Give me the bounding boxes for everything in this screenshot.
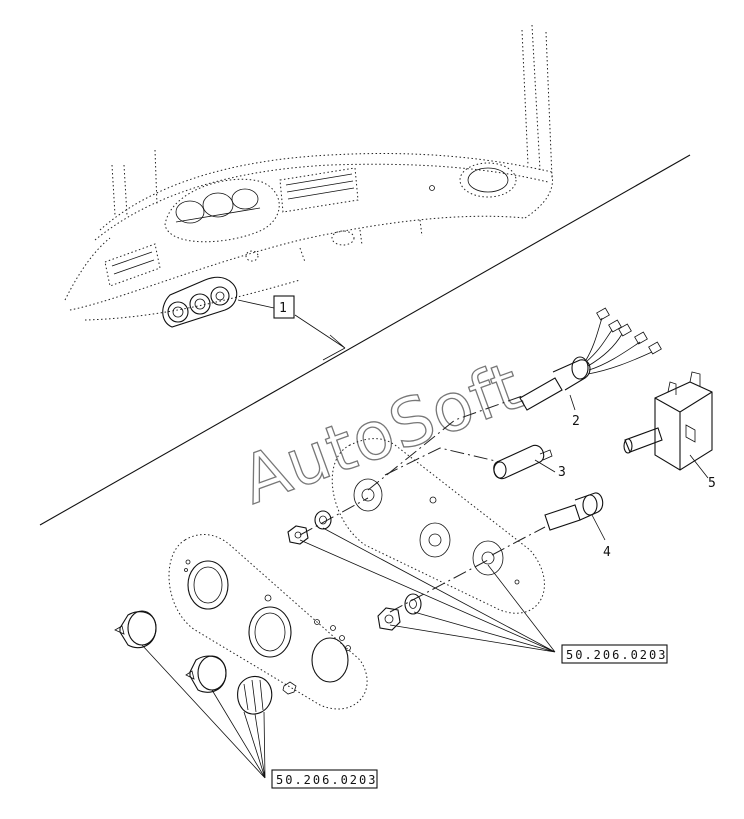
part-3-bulb-holder: 3 xyxy=(493,444,566,480)
reference-leaders-bottom xyxy=(141,644,266,779)
control-knobs xyxy=(114,610,273,715)
centerline-3 xyxy=(384,447,501,476)
callout-1: 1 xyxy=(237,295,346,361)
reference-box-bottom: 50.206.0203 xyxy=(271,769,378,789)
nuts-and-washers xyxy=(287,510,422,631)
reference-right-label: 50.206.0203 xyxy=(566,648,667,662)
callout-4-label: 4 xyxy=(603,545,611,560)
callout-1-label: 1 xyxy=(279,301,287,316)
part-5-rotary-switch: 5 xyxy=(623,371,716,491)
front-bezel-panel xyxy=(168,534,368,710)
callout-5-label: 5 xyxy=(708,476,716,491)
dashboard-outline xyxy=(64,24,554,321)
dashboard-switch-panel xyxy=(162,276,238,328)
centerline-2 xyxy=(367,394,526,491)
callout-2-label: 2 xyxy=(572,414,580,429)
callout-3-label: 3 xyxy=(558,465,566,480)
reference-box-right: 50.206.0203 xyxy=(561,644,668,664)
centerline-nuts xyxy=(299,497,489,613)
reference-bottom-label: 50.206.0203 xyxy=(276,773,377,787)
section-divider-line xyxy=(39,154,691,526)
centerline-4 xyxy=(491,526,546,556)
reference-leaders-right xyxy=(299,527,556,653)
back-plate xyxy=(331,438,545,614)
part-4-spindle: 4 xyxy=(544,492,611,560)
part-2-switch-with-leads: 2 xyxy=(519,307,662,429)
